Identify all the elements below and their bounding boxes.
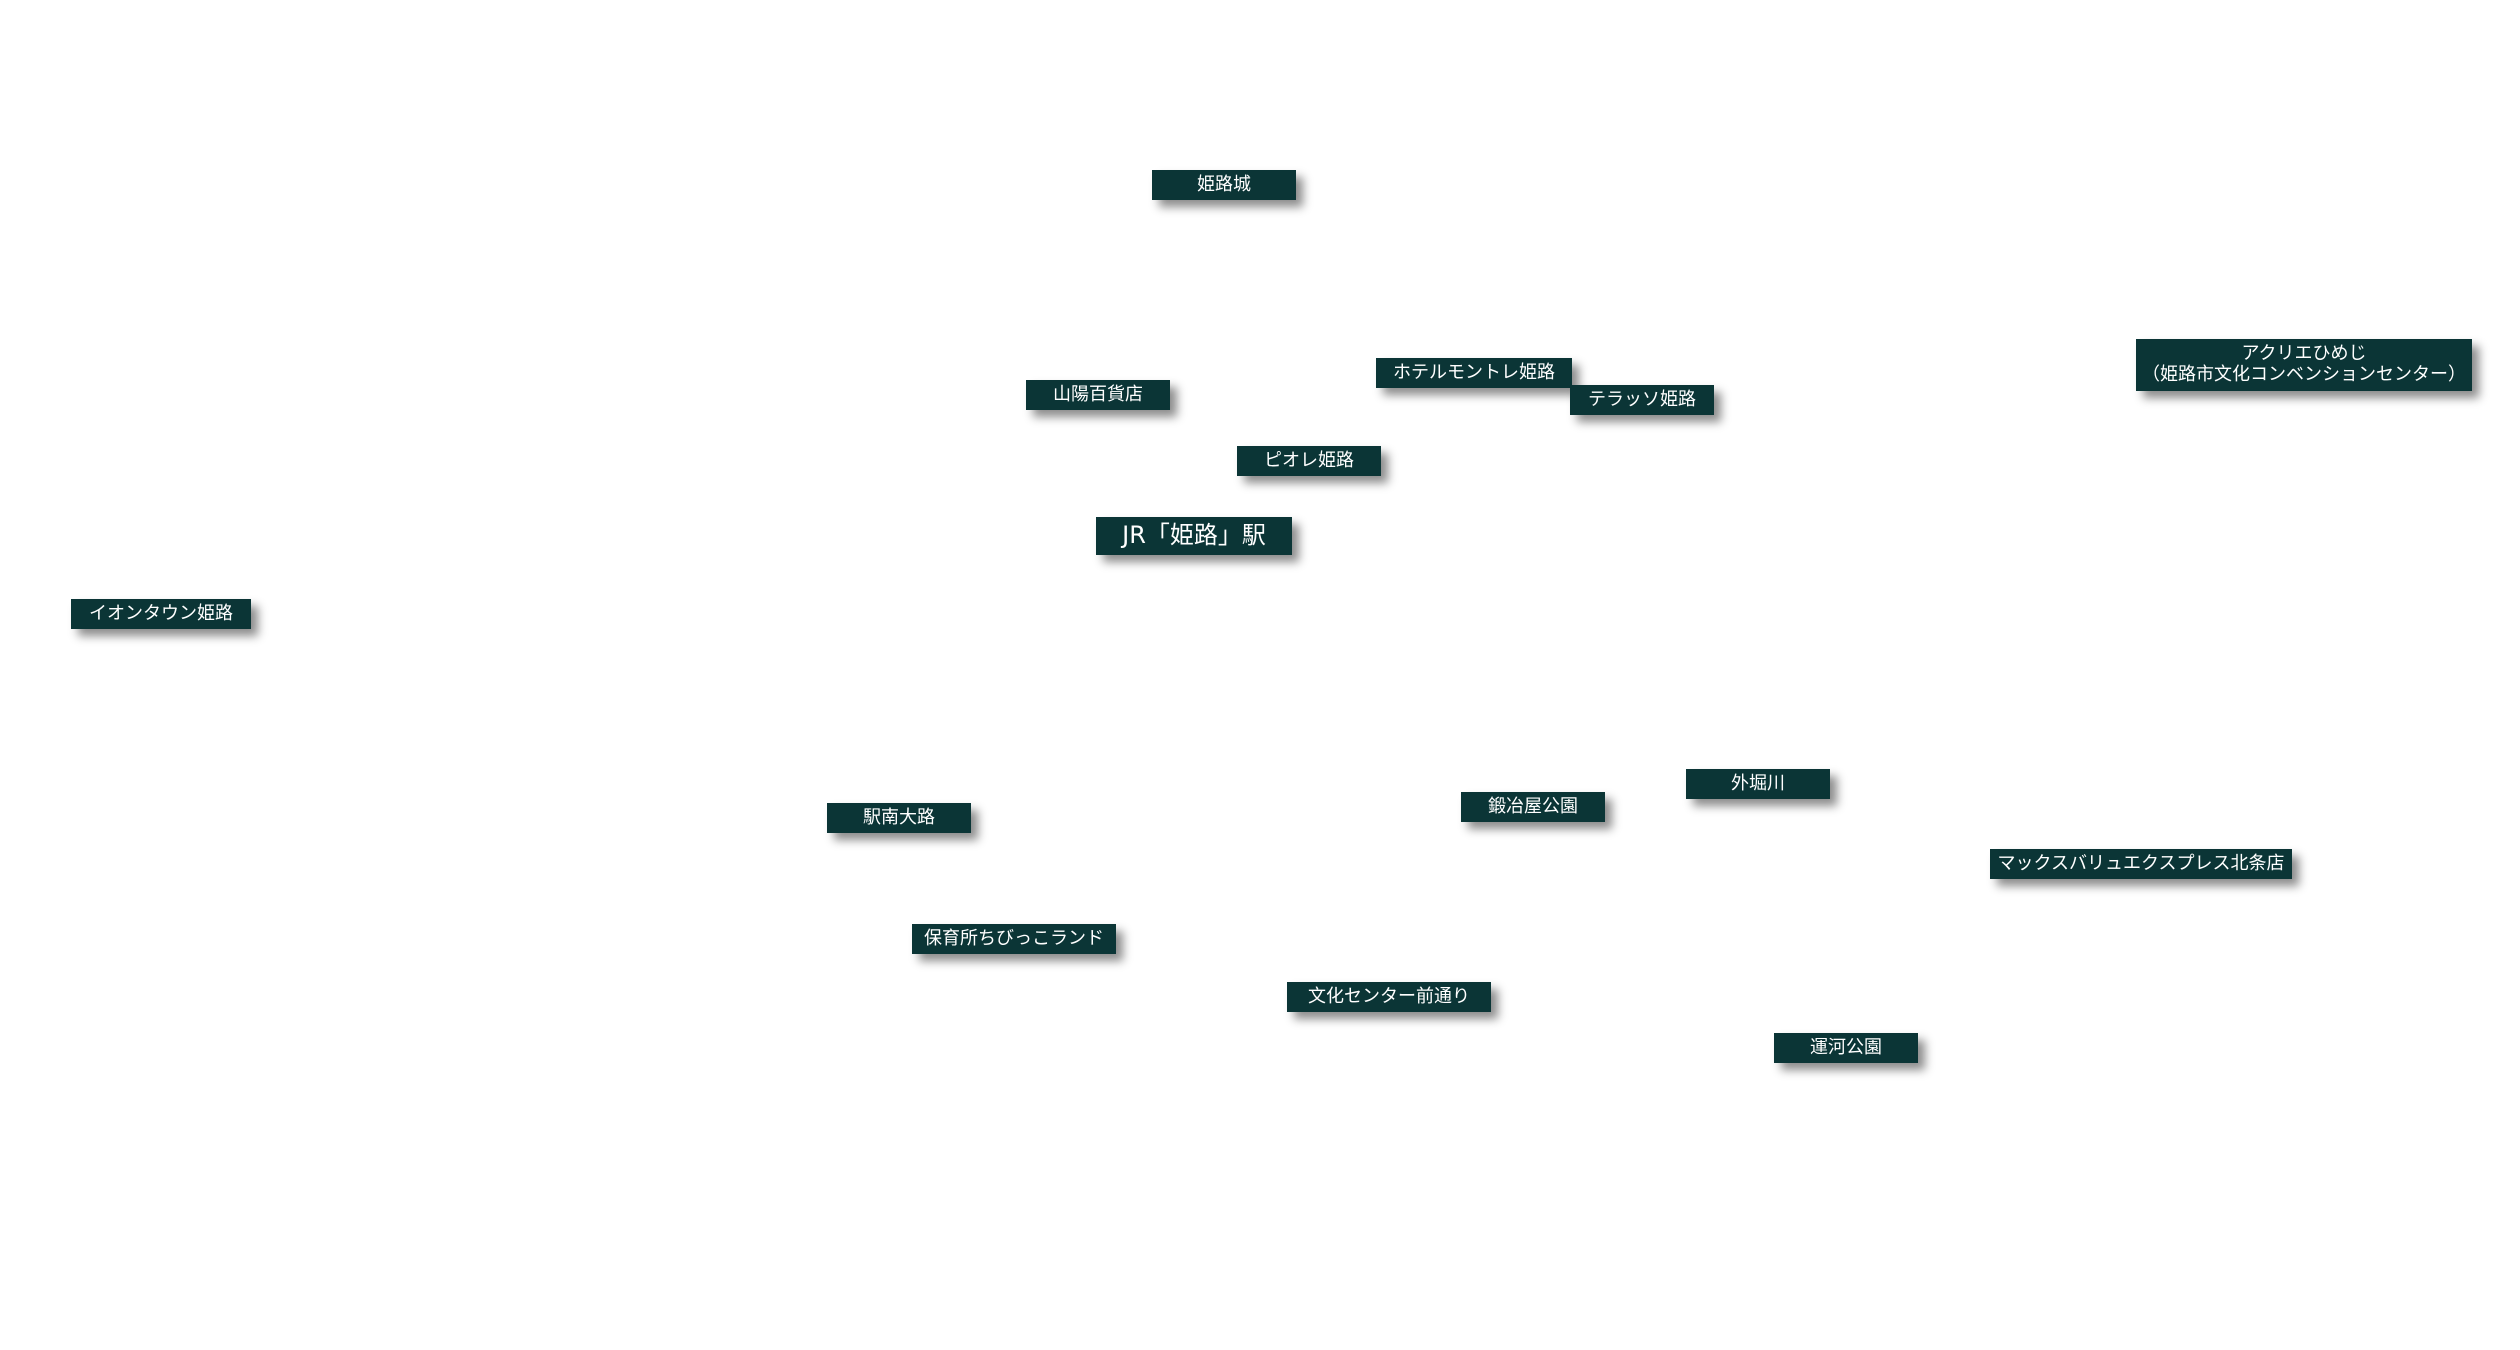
label-ekinan-oji[interactable]: 駅南大路: [827, 803, 971, 833]
label-bunka-center-street[interactable]: 文化センター前通り: [1287, 982, 1491, 1012]
label-text: 山陽百貨店: [1053, 383, 1143, 405]
label-sanyo-department-store[interactable]: 山陽百貨店: [1026, 380, 1170, 410]
label-maxvalu[interactable]: マックスバリュエクスプレス北条店: [1990, 849, 2292, 879]
label-terrasso[interactable]: テラッソ姫路: [1570, 385, 1714, 415]
label-text: 姫路城: [1197, 173, 1251, 195]
label-text: 鍛冶屋公園: [1488, 795, 1578, 817]
label-daycare-chibikko-land[interactable]: 保育所ちびっこランド: [912, 924, 1116, 954]
label-jr-himeji-station[interactable]: JR「姫路」駅: [1096, 517, 1292, 555]
label-himeji-castle[interactable]: 姫路城: [1152, 170, 1296, 200]
label-text: マックスバリュエクスプレス北条店: [1997, 852, 2285, 874]
label-text: テラッソ姫路: [1588, 388, 1696, 410]
label-hotel-monterey[interactable]: ホテルモントレ姫路: [1376, 358, 1572, 388]
label-text: 保育所ちびっこランド: [924, 927, 1104, 949]
label-text: ピオレ姫路: [1264, 449, 1354, 471]
label-text: 運河公園: [1810, 1036, 1882, 1058]
label-text-line2: （姫路市文化コンベンションセンター）: [2142, 364, 2466, 385]
label-text: 文化センター前通り: [1308, 985, 1470, 1007]
label-text: 駅南大路: [863, 806, 935, 828]
label-aeon-town[interactable]: イオンタウン姫路: [71, 599, 251, 629]
label-sotobori-river[interactable]: 外堀川: [1686, 769, 1830, 799]
label-piole[interactable]: ピオレ姫路: [1237, 446, 1381, 476]
label-kajiya-park[interactable]: 鍛冶屋公園: [1461, 792, 1605, 822]
label-text-line1: アクリエひめじ: [2241, 343, 2367, 365]
label-acrea-himeji[interactable]: アクリエひめじ （姫路市文化コンベンションセンター）: [2136, 339, 2472, 391]
label-text: 外堀川: [1731, 772, 1785, 794]
label-text: ホテルモントレ姫路: [1393, 361, 1555, 383]
label-text: イオンタウン姫路: [89, 602, 233, 624]
label-unga-park[interactable]: 運河公園: [1774, 1033, 1918, 1063]
label-text: JR「姫路」駅: [1122, 521, 1266, 550]
